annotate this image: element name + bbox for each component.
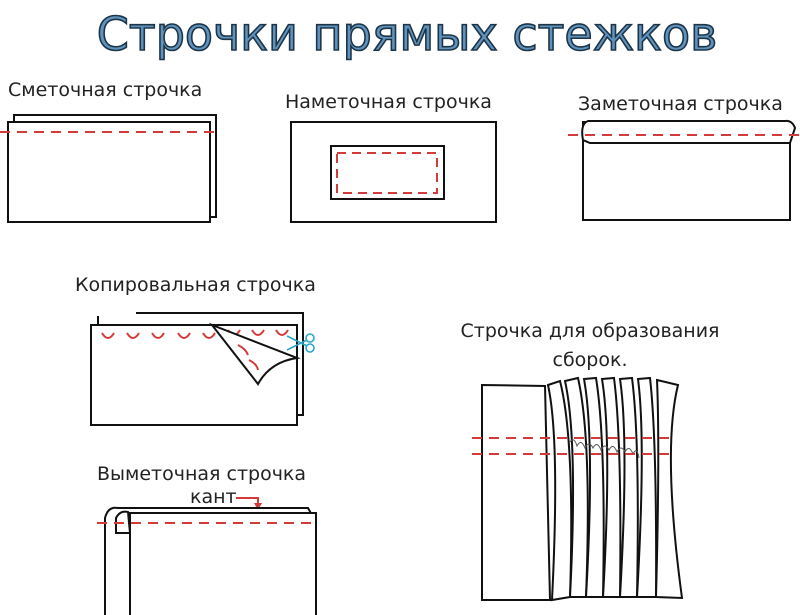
gathering-label-line2: сборок. [553, 349, 628, 371]
fabric-patch [330, 145, 445, 200]
fabric-front-layer [90, 324, 298, 426]
folded-hem [581, 119, 797, 144]
thread-loops [101, 329, 289, 339]
edge-stitch-figure: Выметочная строчка кант [97, 463, 318, 615]
stitch-outline [336, 152, 438, 194]
thread-loops-underside [237, 344, 259, 371]
tacking-stitch-figure: Наметочная строчка [285, 91, 497, 223]
copying-label: Копировальная строчка [75, 274, 316, 296]
edge-label: Выметочная строчка [97, 463, 306, 485]
piping-arrow [236, 497, 259, 506]
copying-stitch-figure: Копировальная строчка [75, 274, 316, 426]
fabric-front-layer [129, 512, 317, 615]
gathering-label-line1: Строчка для образования [461, 320, 720, 342]
basting-label: Сметочная строчка [8, 79, 202, 101]
tacking-label: Наметочная строчка [285, 91, 492, 113]
hemming-label: Заметочная строчка [578, 93, 783, 115]
hemming-stitch-figure: Заметочная строчка [568, 93, 800, 221]
basting-stitch-figure: Сметочная строчка [0, 79, 218, 223]
gathered-pleats [546, 376, 684, 602]
fabric-front-layer [7, 121, 211, 223]
scissors-icon [286, 333, 315, 353]
page-title: Строчки прямых стежков [97, 7, 717, 61]
gathering-stitch-figure: Строчка для образования сборок. [461, 320, 720, 602]
gathered-thread [569, 439, 640, 459]
flat-fabric-panel [481, 383, 552, 601]
piping-label: кант [190, 486, 237, 508]
folded-corner [208, 322, 301, 386]
